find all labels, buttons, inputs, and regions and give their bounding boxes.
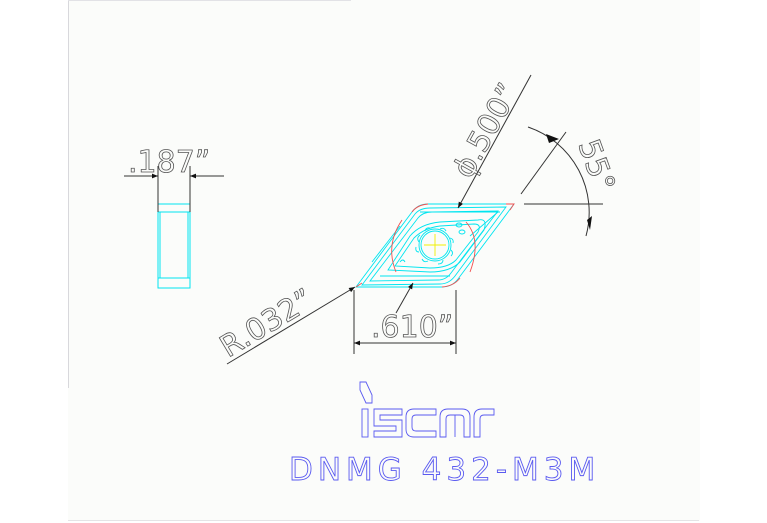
angle-dimension-lines bbox=[520, 126, 603, 237]
part-number: DNMG 432-M3M bbox=[289, 452, 600, 488]
sheet-border-top bbox=[68, 0, 351, 1]
angle-dimension: 55° bbox=[570, 135, 621, 197]
thickness-dimension: .187” bbox=[128, 145, 210, 180]
drawing-sheet bbox=[68, 0, 700, 521]
inscribed-circle-dimension: ϕ.500” bbox=[446, 78, 526, 184]
edge-length-dimension-lines bbox=[353, 290, 457, 354]
brand-logo bbox=[359, 381, 495, 438]
sheet-border-left bbox=[68, 0, 69, 388]
corner-radius-leader bbox=[226, 286, 356, 365]
edge-length-dimension: .610” bbox=[371, 310, 453, 345]
side-view bbox=[124, 166, 224, 289]
inscribed-circle-dimension-lines bbox=[395, 74, 532, 314]
corner-radius-dimension: R.032” bbox=[214, 282, 320, 365]
sheet-border-bottom bbox=[68, 520, 699, 521]
insert-top-view bbox=[355, 203, 515, 288]
